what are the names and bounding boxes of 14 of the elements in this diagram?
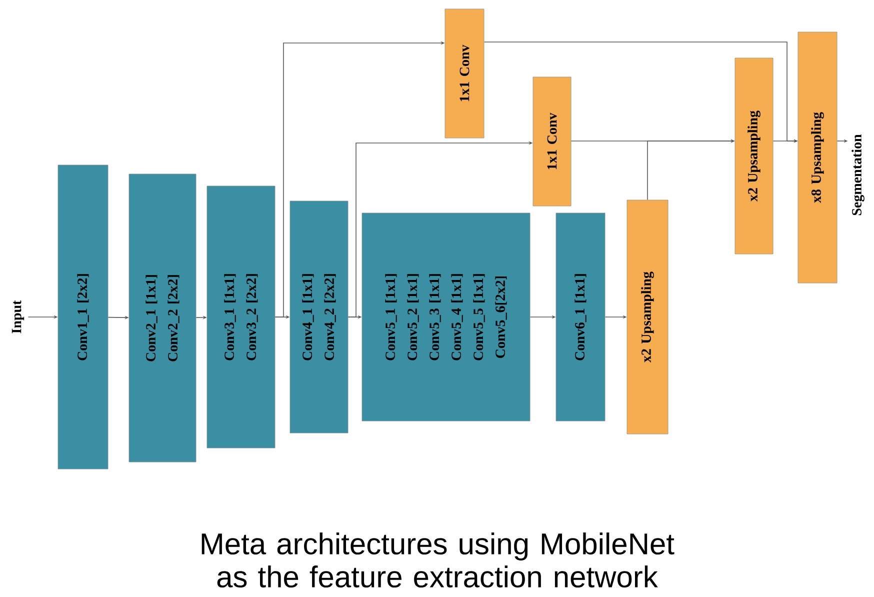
output-label: Segmentation: [852, 134, 864, 216]
upsampling-box: x2 Upsampling: [626, 200, 668, 434]
conv-box: 1x1 Conv: [444, 8, 484, 138]
conv-layer-box: Conv4_1 [1x1] Conv4_2 [2x2]: [290, 200, 348, 434]
conv-layer-box: Conv1_1 [2x2]: [58, 164, 108, 470]
input-label: Input: [12, 300, 24, 334]
caption: Meta architectures using MobileNet as the feature extraction network: [202, 532, 674, 588]
conv-layer-box: Conv5_1 [1x1] Conv5_2 [1x1] Conv5_3 [1x1] Conv5_4 [1x1] Conv5_5 [1x1] Conv5_6[2x2]: [362, 212, 530, 422]
conv-box: 1x1 Conv: [532, 76, 572, 206]
upsampling-box: x8 Upsampling: [798, 32, 838, 284]
conv-layer-box: Conv2_1 [1x1] Conv2_2 [2x2]: [128, 174, 196, 462]
conv-layer-box: Conv6_1 [1x1]: [556, 212, 606, 422]
upsampling-box: x2 Upsampling: [734, 58, 774, 254]
conv-layer-box: Conv3_1 [1x1] Conv3_2 [2x2]: [206, 186, 276, 448]
